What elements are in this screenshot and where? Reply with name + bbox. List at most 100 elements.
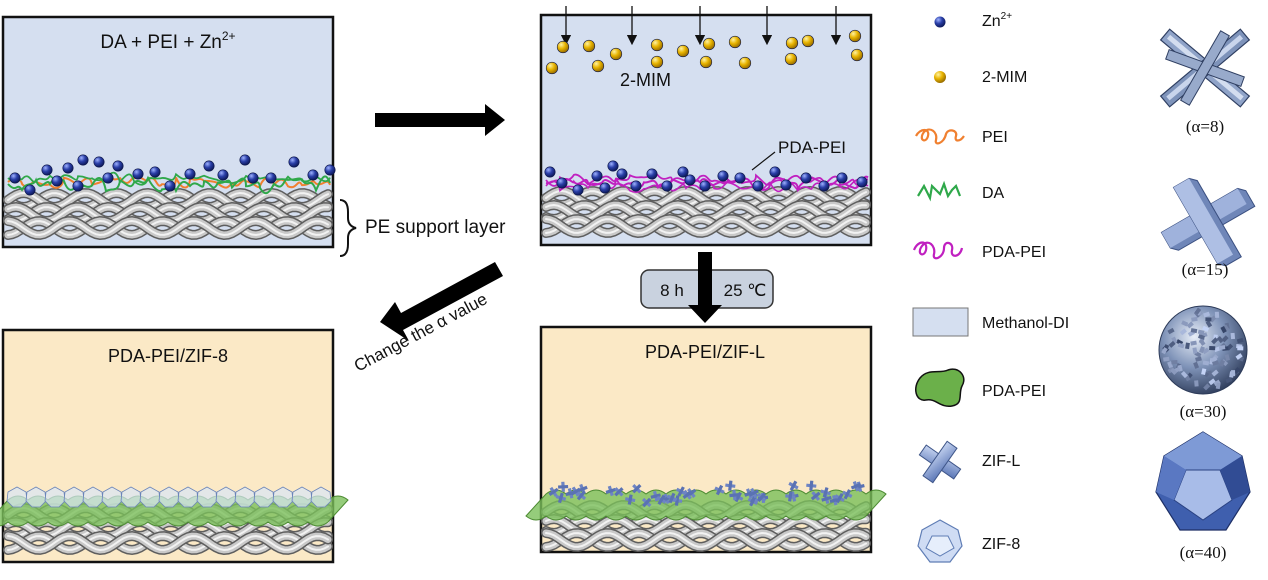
ion-sphere <box>734 172 746 184</box>
change-alpha-label: Change the α value <box>351 289 490 375</box>
ion-sphere <box>77 154 89 166</box>
legend-item-zif-l <box>918 440 962 484</box>
sphere-flake <box>1211 337 1219 345</box>
ion-sphere <box>556 40 570 54</box>
zif-l-crystal <box>632 484 642 494</box>
sphere-flake <box>1161 347 1168 355</box>
sphere-flake <box>1220 326 1227 334</box>
star-crystal-icon <box>1159 28 1251 108</box>
ion-sphere <box>780 179 792 191</box>
sphere-flakes <box>1161 307 1245 391</box>
ion-sphere <box>769 166 781 178</box>
zif-8-crystal <box>25 486 47 508</box>
legend-label: Methanol-DI <box>982 315 1069 332</box>
sphere-flake <box>1197 334 1206 340</box>
ion-sphere <box>850 48 864 62</box>
ion-sphere <box>184 168 196 180</box>
zif-8-crystal <box>82 486 104 508</box>
sphere-flake <box>1186 321 1194 329</box>
morphology-alpha-8: (α=8) <box>1159 28 1251 136</box>
zif-l-crystal <box>842 489 853 500</box>
zif-8-crystals <box>6 486 332 508</box>
zif-8-crystal <box>291 486 313 508</box>
zif-l-cross-icon <box>922 440 958 484</box>
ion-sphere <box>572 184 584 196</box>
fiber-strand-shine <box>7 219 329 237</box>
sphere-flake <box>1194 307 1202 315</box>
zif-l-crystal <box>548 486 559 497</box>
sphere-flake <box>1222 324 1230 332</box>
sphere-flake <box>1193 361 1200 369</box>
sphere-flake <box>1215 382 1221 390</box>
ion-sphere <box>203 160 215 172</box>
fiber-strand-shine <box>545 531 867 549</box>
zif-l-crystal <box>756 492 767 503</box>
sphere-flake <box>1190 340 1197 346</box>
zif-l-crystal <box>748 487 759 499</box>
ion-sphere <box>728 35 742 49</box>
2-mim-sphere-icon <box>934 71 946 83</box>
zif-l-crystal <box>806 480 817 491</box>
sphere-flake <box>1214 311 1220 318</box>
legend-label: PDA-PEI <box>982 244 1046 261</box>
sphere-flake <box>1205 317 1212 322</box>
zif-l-crystal <box>656 494 667 506</box>
sphere-flake <box>1202 325 1210 332</box>
sphere-flake <box>1180 371 1188 379</box>
ion-sphere <box>217 169 229 181</box>
ion-sphere <box>247 172 259 184</box>
zif-l-crystal <box>614 487 624 497</box>
legend-label: Zn2+ <box>982 11 1012 30</box>
sphere-flake <box>1218 359 1226 367</box>
ion-sphere <box>72 180 84 192</box>
sphere-flake <box>1163 356 1170 362</box>
sphere-flake <box>1208 378 1216 386</box>
sphere-flake <box>1185 342 1190 350</box>
arrow-diagonal-icon <box>380 262 503 341</box>
ion-sphere <box>24 184 36 196</box>
legend-item-da: DA <box>917 180 1005 202</box>
ion-sphere <box>607 160 619 172</box>
ion-sphere <box>856 176 868 188</box>
panel-top-left: DA + PEI + Zn2+ <box>1 15 336 249</box>
temperature-label: 25 ℃ <box>724 281 767 300</box>
sphere-flake <box>1191 316 1198 322</box>
sphere-flake <box>1205 320 1213 328</box>
panel-bottom-left: PDA-PEI/ZIF-8 <box>0 328 349 564</box>
pda-pei-chain-icon <box>912 241 964 260</box>
ion-sphere <box>609 47 623 61</box>
zif-8-crystal <box>158 486 180 508</box>
arrow-down-icon <box>688 252 722 323</box>
zif-8-crystal <box>120 486 142 508</box>
ion-sphere <box>646 168 658 180</box>
leader-line <box>751 151 776 171</box>
sphere-flake <box>1233 367 1241 375</box>
ion-sphere <box>324 164 336 176</box>
zif-8-crystal <box>101 486 123 508</box>
legend-label: ZIF-8 <box>982 536 1020 553</box>
sphere-flake <box>1171 360 1178 365</box>
sphere-flake <box>1231 370 1236 377</box>
sphere-flake <box>1167 327 1175 335</box>
sphere-flake <box>1177 342 1185 349</box>
morphology-column: (α=8) (α=15) (α=30) <box>1155 28 1256 562</box>
sphere-flake <box>1235 353 1243 360</box>
fiber-strand-shine <box>7 534 329 552</box>
panel-bottom-right: PDA-PEI/ZIF-L <box>525 325 887 554</box>
alpha-label: (α=30) <box>1180 402 1227 421</box>
sphere-flake <box>1197 329 1205 335</box>
condition-group: 8 h 25 ℃ <box>640 252 774 323</box>
sphere-flake <box>1181 320 1189 327</box>
sphere-flake <box>1207 370 1213 378</box>
legend-item-methanol-di: Methanol-DI <box>912 307 1069 337</box>
ion-sphere <box>836 172 848 184</box>
zif-l-crystal <box>605 485 617 497</box>
ion-sphere <box>752 180 764 192</box>
sphere-flake <box>1167 361 1174 369</box>
ion-sphere <box>544 166 556 178</box>
sphere-flake <box>1230 332 1236 340</box>
zif-l-crystal <box>675 486 687 497</box>
zif-8-crystal <box>177 486 199 508</box>
coating-label: PDA-PEI <box>778 138 846 157</box>
sphere-flake <box>1202 347 1210 355</box>
